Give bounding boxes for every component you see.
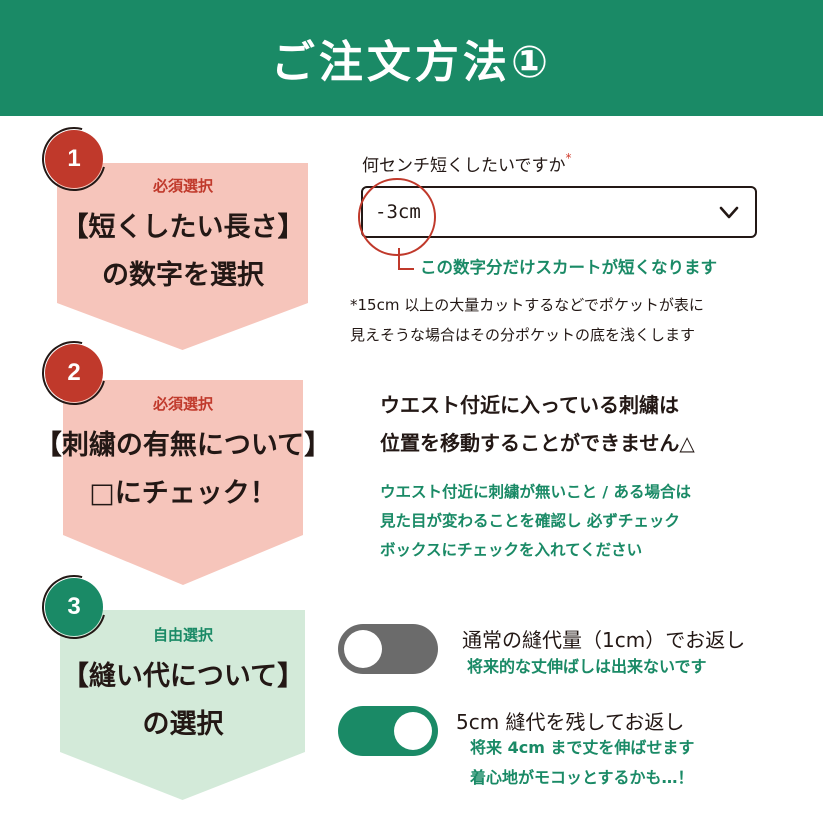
embroidery-instructions: ウエスト付近に刺繍が無いこと / ある場合は 見た目が変わることを確認し 必ずチ…: [380, 478, 691, 565]
page-title: ご注文方法①: [270, 37, 553, 88]
toggle-knob: [344, 630, 382, 668]
seam-normal-toggle[interactable]: [338, 624, 438, 674]
highlight-circle: [358, 178, 436, 256]
callout-line: [398, 248, 414, 270]
chevron-down-icon: [719, 206, 739, 219]
step-2-tag: 必須選択: [152, 395, 213, 413]
seam-5cm-title: 5cm 縫代を残してお返し: [456, 710, 685, 734]
seam-normal-sub: 将来的な丈伸ばしは出来ないです: [467, 657, 707, 676]
seam-normal-title: 通常の縫代量（1cm）でお返し: [462, 628, 746, 652]
step-3-number: 3: [67, 593, 81, 620]
step-1-badge: 1: [45, 130, 103, 188]
step-3-title-line1: 【縫い代について】: [61, 661, 305, 692]
page-header: ご注文方法①: [0, 0, 823, 116]
step-2-number: 2: [67, 359, 81, 386]
required-mark: *: [565, 151, 572, 165]
length-note-line2: 見えそうな場合はその分ポケットの底を浅くします: [350, 326, 696, 344]
step-3-arrow: [60, 610, 305, 800]
length-callout: この数字分だけスカートが短くなります: [420, 258, 717, 277]
step-3-title-line2: の選択: [142, 709, 224, 740]
seam-5cm-sub-line2: 着心地がモコッとするかも…！: [470, 768, 694, 787]
step-2-title-line2: □にチェック！: [89, 478, 277, 509]
embroidery-instructions-line1: ウエスト付近に刺繍が無いこと / ある場合は: [380, 483, 691, 501]
embroidery-instructions-line2: 見た目が変わることを確認し 必ずチェック: [380, 512, 680, 530]
step-2-title-line1: 【刺繍の有無について】: [34, 430, 332, 461]
length-question-text: 何センチ短くしたいですか: [362, 156, 566, 176]
step-3-badge: 3: [45, 578, 103, 636]
embroidery-warning-line1: ウエスト付近に入っている刺繍は: [380, 393, 679, 417]
step-3-tag: 自由選択: [152, 626, 213, 644]
embroidery-warning-line2: 位置を移動することができません△: [380, 431, 695, 455]
step-1-number: 1: [67, 145, 81, 172]
length-question-label: 何センチ短くしたいですか*: [362, 151, 572, 176]
length-note-line1: *15cm 以上の大量カットするなどでポケットが表に: [350, 296, 704, 314]
step-2-badge: 2: [45, 344, 103, 402]
step-1-arrow: [57, 163, 308, 350]
embroidery-warning: ウエスト付近に入っている刺繍は 位置を移動することができません△: [380, 386, 695, 462]
toggle-knob: [394, 712, 432, 750]
seam-5cm-toggle[interactable]: [338, 706, 438, 756]
step-1-title-line1: 【短くしたい長さ】: [61, 212, 305, 243]
length-note: *15cm 以上の大量カットするなどでポケットが表に 見えそうな場合はその分ポケ…: [350, 290, 802, 350]
step-1-tag: 必須選択: [152, 177, 213, 195]
embroidery-instructions-line3: ボックスにチェックを入れてください: [380, 541, 643, 559]
seam-5cm-sub-line1: 将来 4cm まで丈を伸ばせます: [470, 738, 695, 757]
step-2-arrow: [63, 380, 303, 585]
step-1-title-line2: の数字を選択: [102, 260, 264, 291]
